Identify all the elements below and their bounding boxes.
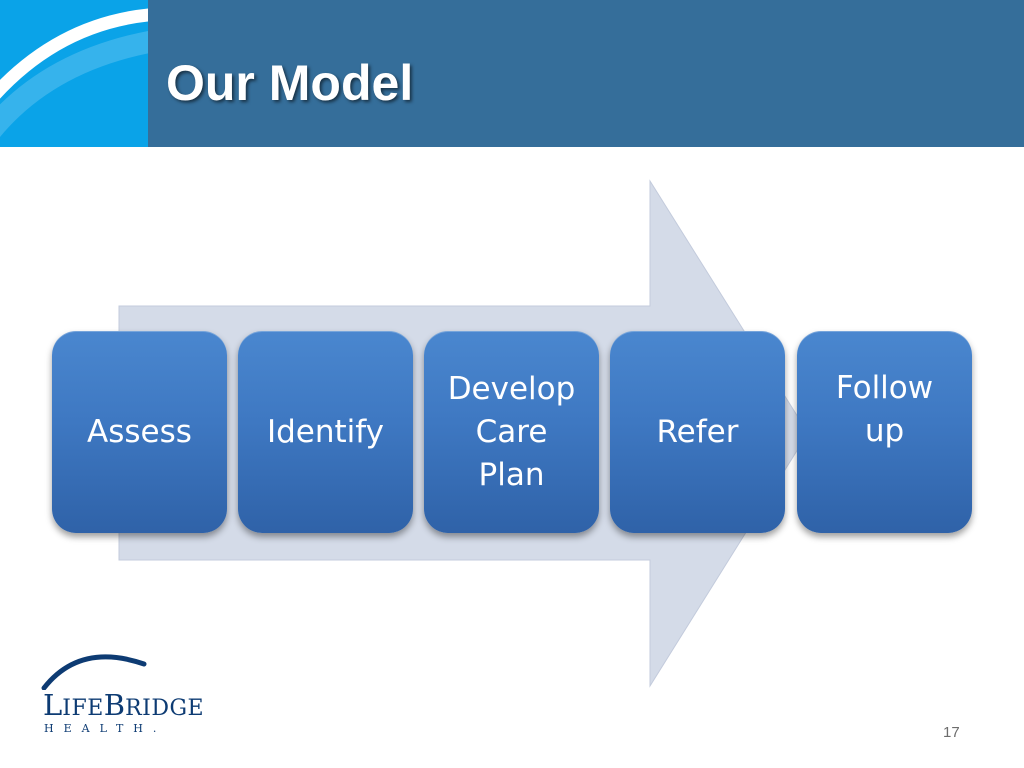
logo-subtitle: HEALTH.	[44, 722, 167, 735]
step-label: Develop Care Plan	[447, 370, 576, 493]
logo-wordmark: LIFEBRIDGE	[43, 688, 205, 722]
swoosh-graphic	[0, 8, 148, 138]
step-refer: Refer	[610, 331, 785, 533]
step-label: Assess	[87, 413, 192, 450]
logo-arc-icon	[41, 654, 147, 690]
page-number: 17	[943, 724, 960, 741]
step-label: Follow up	[835, 370, 934, 449]
step-label: Identify	[266, 413, 385, 450]
header-corner-accent	[0, 0, 148, 147]
slide-title: Our Model	[166, 55, 414, 111]
step-follow-up: Follow up	[797, 331, 972, 533]
step-identify: Identify	[238, 331, 413, 533]
step-label: Refer	[656, 413, 739, 450]
title-bar: Our Model	[0, 0, 1024, 147]
step-assess: Assess	[52, 331, 227, 533]
step-develop-care-plan: Develop Care Plan	[424, 331, 599, 533]
